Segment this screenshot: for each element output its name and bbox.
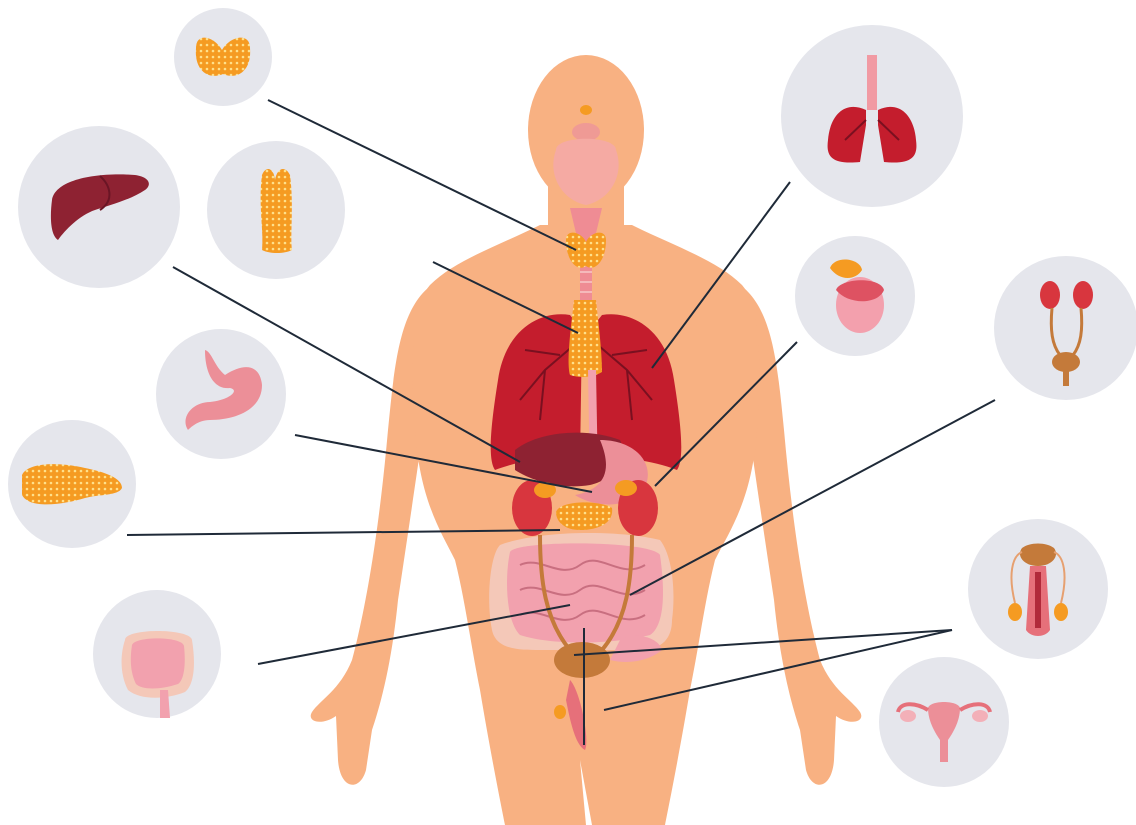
lungs-icon (781, 25, 963, 207)
female-reproductive-icon (879, 657, 1009, 787)
thyroid-icon (174, 8, 272, 106)
large-intestine-icon (93, 590, 221, 718)
testis-mark (554, 705, 566, 719)
adrenal-icon (795, 236, 915, 356)
pineal-mark (580, 105, 592, 115)
thymus-icon (207, 141, 345, 279)
urinary-system-icon (994, 256, 1136, 400)
pancreas-icon (8, 420, 136, 548)
pituitary-region (572, 123, 600, 141)
thymus (569, 300, 602, 377)
right-adrenal (615, 480, 637, 496)
male-reproductive-icon (968, 519, 1108, 659)
stomach-icon (156, 329, 286, 459)
bladder (554, 642, 610, 678)
liver-icon (18, 126, 180, 288)
